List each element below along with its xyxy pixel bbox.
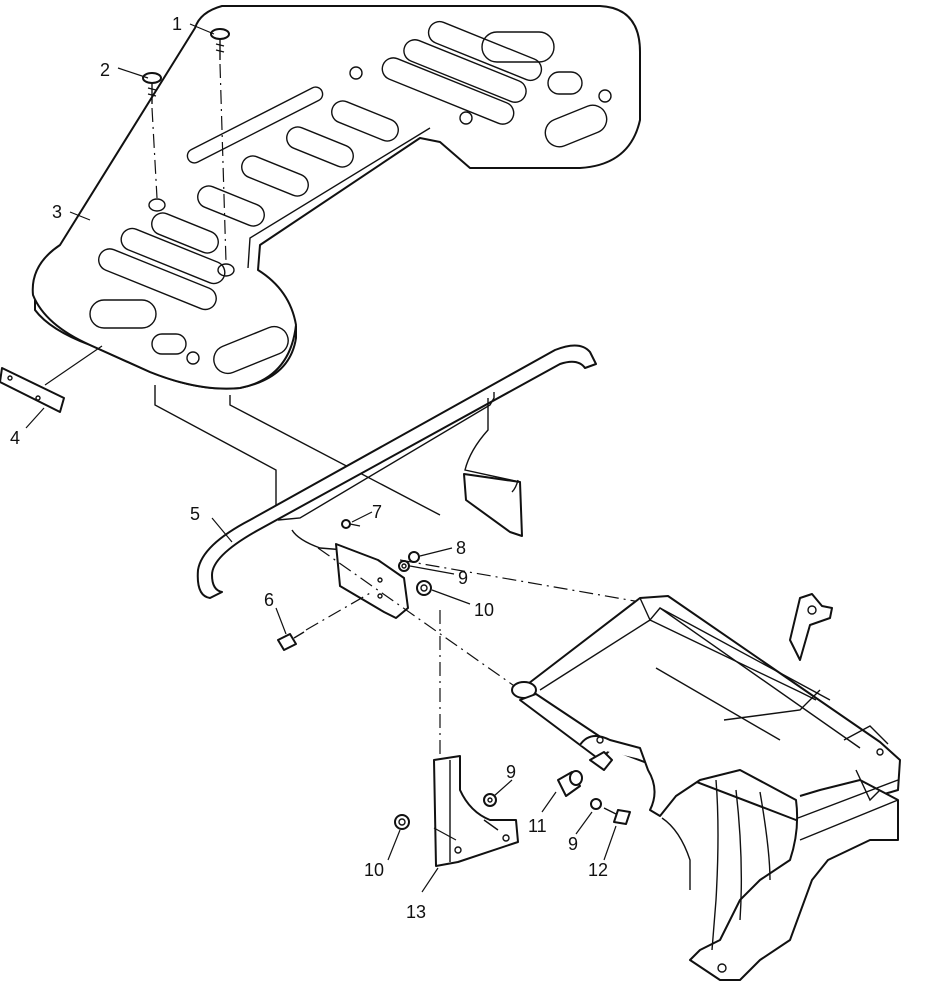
callout-4: 4 xyxy=(10,428,20,448)
callout-labels: 1 2 3 4 5 6 7 8 9 10 9 11 9 12 10 13 xyxy=(10,14,608,922)
leader-lines xyxy=(25,23,617,893)
washer-9-right xyxy=(590,798,602,810)
washer-8 xyxy=(408,551,420,563)
callout-1: 1 xyxy=(172,14,182,34)
axis-line xyxy=(317,547,521,691)
rack-slot xyxy=(213,325,289,375)
callout-6: 6 xyxy=(264,590,274,610)
vehicle-frame xyxy=(511,593,901,981)
bracket-right xyxy=(463,473,523,537)
mounting-hole xyxy=(148,198,166,212)
callout-13: 13 xyxy=(406,902,426,922)
bracket-left xyxy=(335,543,409,619)
washer-9 xyxy=(398,560,410,572)
screw-1-axis xyxy=(219,63,227,263)
screw-2-axis xyxy=(151,107,158,199)
rack-slats xyxy=(98,20,543,311)
rack-slot xyxy=(547,71,583,95)
reflector-part xyxy=(0,367,65,413)
callout-12: 12 xyxy=(588,860,608,880)
mounting-bracket-13 xyxy=(433,755,519,867)
callout-9-bracket: 9 xyxy=(506,762,516,782)
rack-slot xyxy=(89,299,157,329)
callout-9-right: 9 xyxy=(568,834,578,854)
bolt-7 xyxy=(341,519,361,529)
bushing-11 xyxy=(557,770,583,797)
washer-9-lower xyxy=(483,793,497,807)
nut-10 xyxy=(416,580,432,596)
bolt-6 xyxy=(277,631,305,651)
callout-9-upper: 9 xyxy=(458,568,468,588)
axis-line xyxy=(399,559,647,604)
rack-slot xyxy=(544,104,608,148)
callout-10-upper: 10 xyxy=(474,600,494,620)
rear-rack-part xyxy=(31,5,641,390)
callout-10-lower: 10 xyxy=(364,860,384,880)
screw-part-1 xyxy=(210,28,230,60)
bolt-12 xyxy=(603,807,631,825)
rack-slot xyxy=(481,31,555,63)
grab-bar-part xyxy=(196,344,597,599)
callout-2: 2 xyxy=(100,60,110,80)
rack-slot xyxy=(151,333,187,355)
callout-8: 8 xyxy=(456,538,466,558)
callout-5: 5 xyxy=(190,504,200,524)
callout-3: 3 xyxy=(52,202,62,222)
callout-11: 11 xyxy=(528,816,547,836)
screw-part-2 xyxy=(142,72,162,104)
mounting-hole xyxy=(217,263,235,277)
nut-10-lower xyxy=(394,814,410,830)
callout-7: 7 xyxy=(372,502,382,522)
